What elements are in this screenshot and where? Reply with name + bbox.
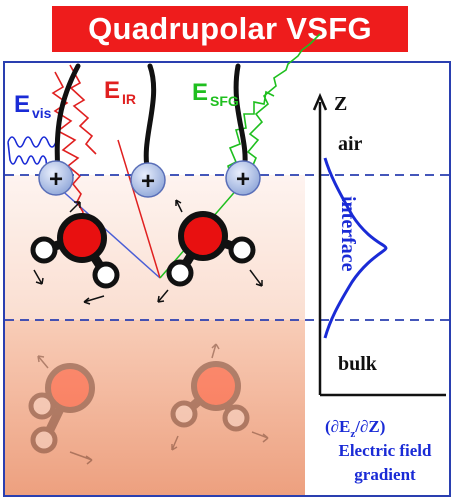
gradient-profile-curve <box>323 157 388 339</box>
region-label-interface: interface <box>337 196 359 272</box>
svg-text:(∂Ez/∂Z): (∂Ez/∂Z) <box>325 417 385 440</box>
svg-text:+: + <box>141 168 155 195</box>
region-label-bulk: bulk <box>338 353 378 375</box>
charge-middle: + <box>130 162 166 198</box>
z-axis-label: Z <box>334 93 347 115</box>
tether-left <box>54 63 81 175</box>
title-banner: Quadrupolar VSFG <box>52 6 408 52</box>
gradient-caption-line2: gradient <box>354 465 416 484</box>
label-e-ir: E IR <box>104 77 136 107</box>
water-molecule-bulk-left <box>28 355 95 465</box>
water-molecule-bulk-right <box>170 343 269 451</box>
water-molecule-interface-left <box>30 201 120 305</box>
svg-text:SFG: SFG <box>210 93 239 109</box>
svg-text:E: E <box>192 79 208 106</box>
region-label-air: air <box>338 133 363 155</box>
charge-left: + <box>38 160 74 196</box>
charge-right: + <box>225 160 261 196</box>
label-e-vis: E vis <box>14 91 52 121</box>
water-molecule-interface-right <box>157 199 263 303</box>
svg-text:E: E <box>14 91 30 118</box>
gradient-caption-line1: Electric field <box>339 441 433 460</box>
title-text: Quadrupolar VSFG <box>88 11 372 46</box>
ir-beam-line <box>117 139 161 279</box>
gradient-formula: (∂Ez/∂Z) <box>325 417 385 440</box>
tether-middle <box>143 63 157 175</box>
vis-wave <box>7 136 57 179</box>
svg-text:vis: vis <box>32 105 52 121</box>
svg-text:IR: IR <box>122 91 136 107</box>
z-axis-arrowhead <box>312 92 328 111</box>
svg-text:E: E <box>104 77 120 104</box>
svg-text:+: + <box>236 166 250 193</box>
svg-text:+: + <box>49 166 63 193</box>
label-e-sfg: E SFG <box>192 79 239 109</box>
